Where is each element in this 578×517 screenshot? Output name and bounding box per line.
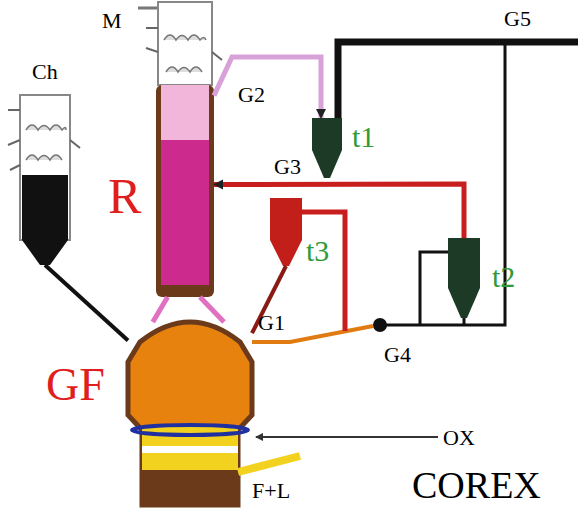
gas-pipe	[302, 212, 345, 331]
gas-pipe	[214, 57, 321, 118]
reduction-shaft	[156, 85, 224, 322]
hopper-label: M	[102, 10, 122, 32]
plant-unit: t2	[448, 238, 480, 318]
gas-main	[338, 42, 578, 118]
pipe	[45, 265, 128, 341]
cyclone	[270, 198, 302, 266]
leader-arrow	[256, 436, 438, 438]
cyclone	[312, 118, 342, 178]
gas-label: G4	[384, 344, 411, 366]
reactor-label: R	[108, 171, 141, 221]
pipe	[252, 266, 286, 333]
gas-label: G3	[272, 156, 303, 178]
inlet-label: OX	[443, 427, 475, 449]
gas-line	[420, 252, 448, 325]
gas-label: G1	[258, 312, 285, 334]
plant-unit: t3	[270, 198, 302, 266]
gas-label: G5	[504, 8, 531, 30]
plant-unit: t1	[312, 118, 342, 178]
hopper-label: Ch	[32, 61, 58, 83]
plant-unit: R	[156, 85, 214, 297]
cyclone	[448, 238, 480, 318]
furnace-label: GF	[46, 362, 105, 408]
coal-hopper	[8, 95, 80, 265]
plant-unit: Ch	[20, 95, 70, 265]
gas-label: G2	[236, 84, 267, 106]
ore-hopper	[138, 2, 222, 85]
pipe	[153, 297, 168, 322]
plant-unit: M	[158, 2, 212, 85]
gas-line	[463, 318, 466, 325]
plant-unit: GF	[128, 322, 252, 508]
outlet-label: F+L	[252, 480, 290, 502]
cyclone-label: t2	[492, 262, 515, 292]
cyclone-label: t1	[352, 122, 375, 152]
diagram-title: COREX	[412, 466, 541, 504]
cyclone-label: t3	[306, 236, 329, 266]
valve	[373, 318, 387, 332]
gas-pipe	[214, 184, 464, 238]
melter-gasifier	[128, 322, 300, 507]
